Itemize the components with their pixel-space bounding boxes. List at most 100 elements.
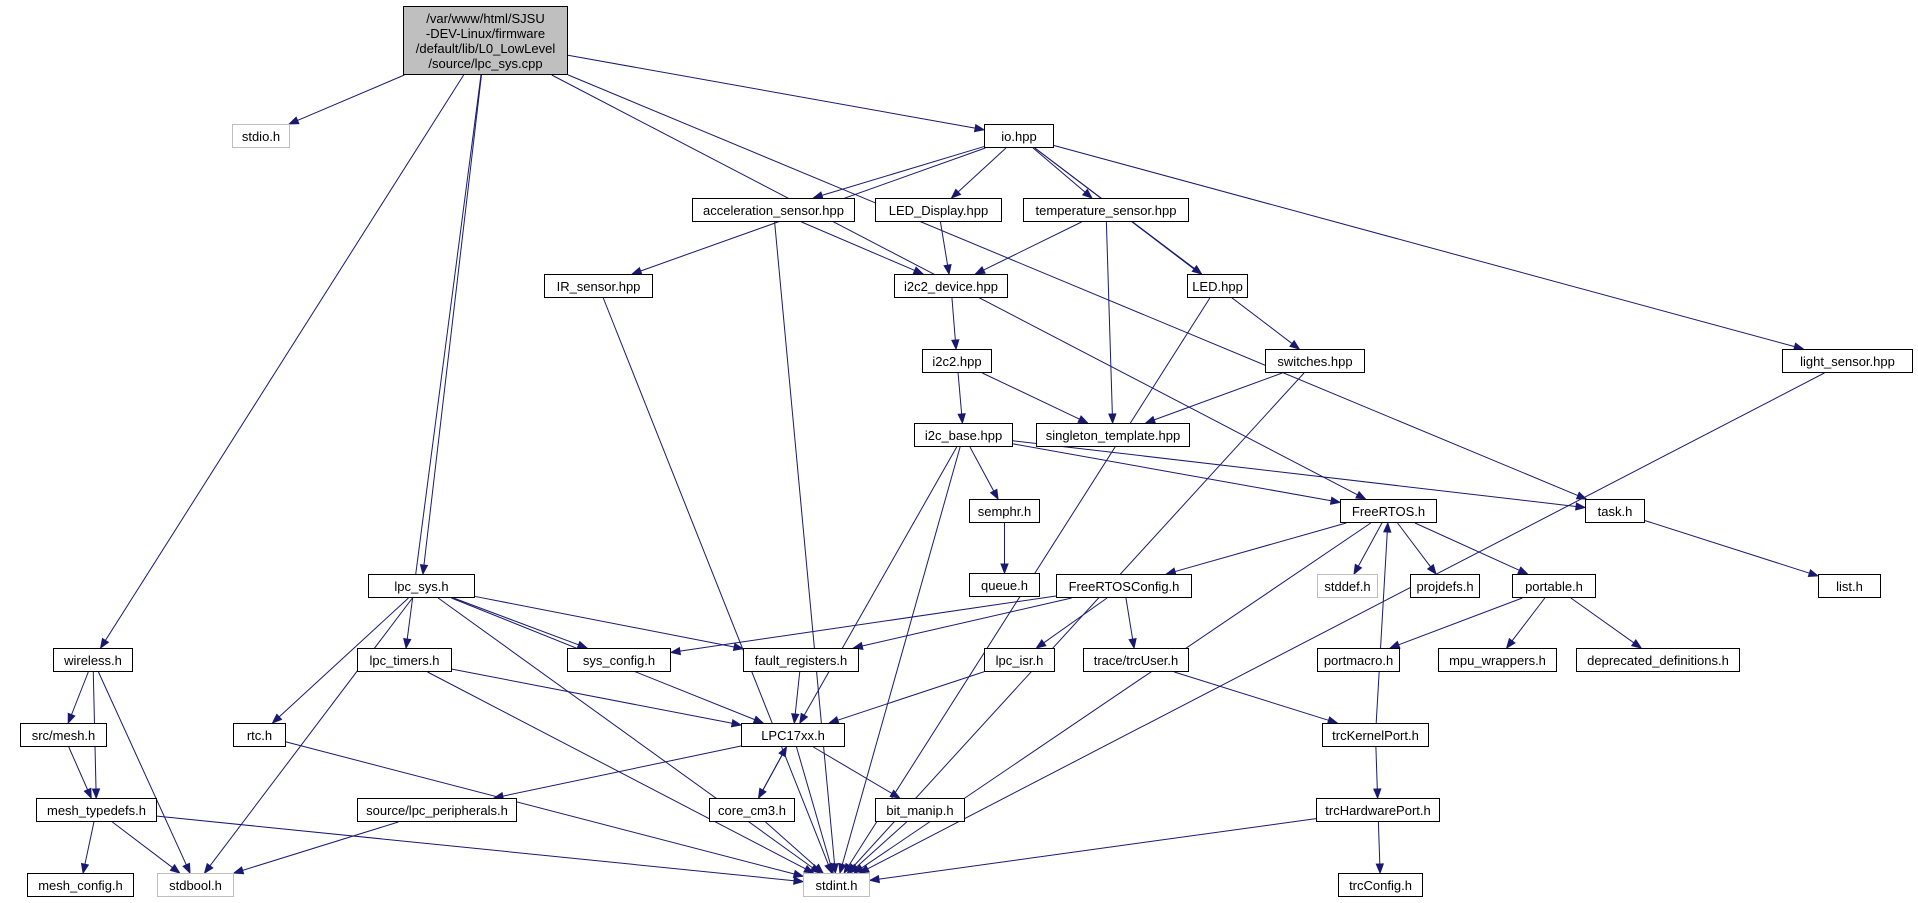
node-i2c2dev[interactable]: i2c2_device.hpp <box>894 274 1008 298</box>
node-rtc[interactable]: rtc.h <box>233 723 286 747</box>
edge-i2cbase-to-stdint <box>841 446 961 865</box>
node-projdefs[interactable]: projdefs.h <box>1410 574 1480 598</box>
edge-arrowhead <box>848 863 860 874</box>
node-label: source/lpc_peripherals.h <box>366 802 508 818</box>
node-label: deprecated_definitions.h <box>1587 652 1729 668</box>
node-label: core_cm3.h <box>718 802 786 818</box>
node-srcmesh[interactable]: src/mesh.h <box>20 723 107 747</box>
edge-led-disp-to-i2c2dev <box>939 221 949 266</box>
node-i2c2[interactable]: i2c2.hpp <box>922 349 992 373</box>
node-label: stdint.h <box>815 877 858 893</box>
node-stdio[interactable]: stdio.h <box>232 124 290 148</box>
edge-lpc-sys-cpp-to-wireless <box>104 74 465 641</box>
edge-arrowhead <box>889 789 901 799</box>
node-trckernel[interactable]: trcKernelPort.h <box>1322 723 1429 747</box>
node-meshconfig[interactable]: mesh_config.h <box>27 873 134 897</box>
node-switches[interactable]: switches.hpp <box>1265 349 1365 373</box>
node-lpc-sys-cpp[interactable]: /var/www/html/SJSU -DEV-Linux/firmware /… <box>403 6 568 75</box>
node-led-disp[interactable]: LED_Display.hpp <box>875 198 1002 222</box>
edge-arrowhead <box>838 862 847 875</box>
node-label: mesh_config.h <box>38 877 123 893</box>
node-sysconfig[interactable]: sys_config.h <box>567 648 671 672</box>
edge-lpc-sys-cpp-to-lpcsys <box>423 74 482 566</box>
node-stddef[interactable]: stddef.h <box>1317 574 1378 598</box>
edge-arrowhead <box>950 188 962 199</box>
edge-arrowhead <box>793 876 805 885</box>
node-bitmanip[interactable]: bit_manip.h <box>875 798 965 822</box>
node-io[interactable]: io.hpp <box>984 124 1054 148</box>
node-label: LED_Display.hpp <box>888 202 989 218</box>
node-trchw[interactable]: trcHardwarePort.h <box>1316 798 1440 822</box>
edge-arrowhead <box>792 869 805 878</box>
edge-lpc-sys-cpp-to-lpctimers <box>406 74 482 640</box>
edge-lpc17xx-to-lpcperiph <box>502 745 742 797</box>
node-label: LED.hpp <box>1192 278 1243 294</box>
edge-arrowhead <box>1000 563 1009 575</box>
root-path-line-1: /var/www/html/SJSU <box>426 10 545 26</box>
edge-accel-to-i2c2dev <box>801 221 915 271</box>
edge-i2cbase-to-task <box>1012 440 1577 507</box>
node-label: fault_registers.h <box>754 652 848 668</box>
edge-arrowhead <box>951 339 960 351</box>
node-label: i2c2_device.hpp <box>904 278 998 294</box>
node-light[interactable]: light_sensor.hpp <box>1782 349 1913 373</box>
edge-arrowhead <box>1807 569 1820 578</box>
node-label: trace/trcUser.h <box>1093 652 1179 668</box>
node-frconfig[interactable]: FreeRTOSConfig.h <box>1056 574 1192 598</box>
edge-freertos-to-projdefs <box>1397 522 1431 568</box>
node-semphr[interactable]: semphr.h <box>969 499 1040 523</box>
node-fault[interactable]: fault_registers.h <box>743 648 859 672</box>
node-deprecated[interactable]: deprecated_definitions.h <box>1576 648 1740 672</box>
node-label: task.h <box>1597 503 1633 519</box>
node-label: acceleration_sensor.hpp <box>703 202 844 218</box>
node-portmacro[interactable]: portmacro.h <box>1317 648 1400 672</box>
edge-arrowhead <box>912 266 925 275</box>
node-accel[interactable]: acceleration_sensor.hpp <box>692 198 855 222</box>
edge-temp-to-singleton <box>1105 221 1113 415</box>
node-trcconfig[interactable]: trcConfig.h <box>1338 873 1423 897</box>
edge-freertos-to-frconfig <box>1174 522 1347 573</box>
node-led[interactable]: LED.hpp <box>1187 274 1248 298</box>
edge-io-to-temp <box>1032 147 1086 193</box>
node-wireless[interactable]: wireless.h <box>53 648 133 672</box>
edge-i2c2-to-singleton <box>982 372 1080 420</box>
edge-arrowhead <box>1375 863 1385 875</box>
node-lpctimers[interactable]: lpc_timers.h <box>357 648 452 672</box>
edge-arrowhead <box>974 266 986 275</box>
node-freertos[interactable]: FreeRTOS.h <box>1340 499 1437 523</box>
edge-arrowhead <box>1108 413 1117 425</box>
edge-i2cbase-to-freertos <box>1012 443 1332 502</box>
edge-temp-to-i2c2dev <box>983 221 1082 271</box>
edge-arrowhead <box>1191 264 1203 275</box>
node-label: FreeRTOS.h <box>1351 503 1426 519</box>
node-lpcsys[interactable]: lpc_sys.h <box>368 574 475 598</box>
edge-i2cbase-to-lpc17xx <box>803 446 958 716</box>
node-portable[interactable]: portable.h <box>1512 574 1596 598</box>
node-label: lpc_sys.h <box>394 578 449 594</box>
node-list[interactable]: list.h <box>1818 574 1881 598</box>
node-temp[interactable]: temperature_sensor.hpp <box>1023 198 1189 222</box>
edge-arrowhead <box>1575 502 1587 511</box>
node-stdint[interactable]: stdint.h <box>803 873 870 897</box>
edge-trcuser-to-trckernel <box>1174 671 1329 721</box>
node-ir[interactable]: IR_sensor.hpp <box>544 274 653 298</box>
node-task[interactable]: task.h <box>1585 499 1645 523</box>
node-label: stddef.h <box>1324 578 1371 594</box>
node-lpc17xx[interactable]: LPC17xx.h <box>741 723 845 747</box>
node-meshtypedefs[interactable]: mesh_typedefs.h <box>36 798 157 822</box>
edge-arrowhead <box>1426 563 1437 576</box>
node-trcuser[interactable]: trace/trcUser.h <box>1083 648 1189 672</box>
node-queue[interactable]: queue.h <box>969 573 1040 597</box>
node-mpuwrap[interactable]: mpu_wrappers.h <box>1438 648 1557 672</box>
edge-arrowhead <box>732 642 745 652</box>
node-corecm3[interactable]: core_cm3.h <box>709 798 795 822</box>
edge-arrowhead <box>271 713 283 724</box>
node-stdbool[interactable]: stdbool.h <box>157 873 234 897</box>
root-path-line-3: /default/lib/L0_LowLevel <box>415 40 556 56</box>
node-i2cbase[interactable]: i2c_base.hpp <box>914 423 1013 447</box>
node-label: lpc_isr.h <box>995 652 1044 668</box>
node-lpcisr[interactable]: lpc_isr.h <box>984 648 1055 672</box>
node-lpcperiph[interactable]: source/lpc_peripherals.h <box>357 798 517 822</box>
node-singleton[interactable]: singleton_template.hpp <box>1036 423 1190 447</box>
edge-lpctimers-to-lpc17xx <box>451 668 733 724</box>
